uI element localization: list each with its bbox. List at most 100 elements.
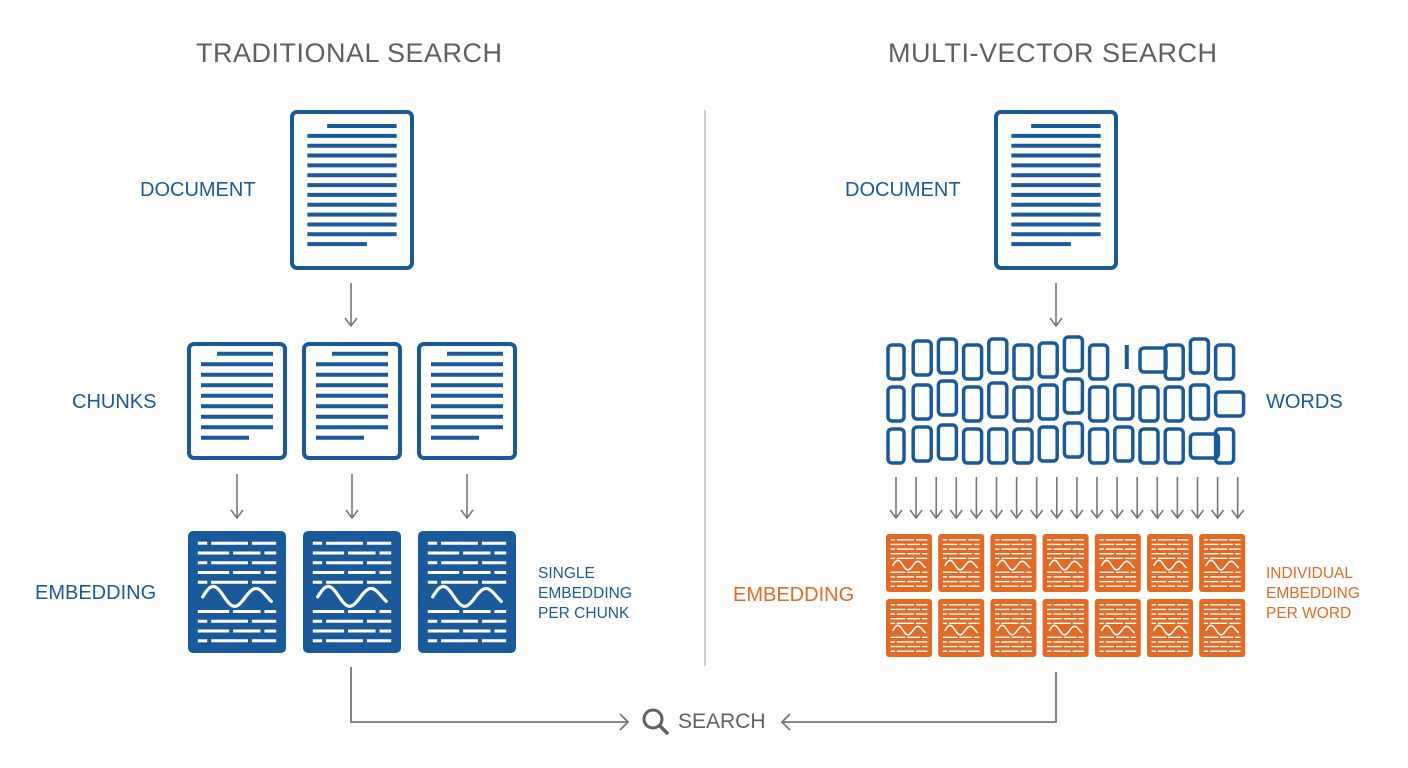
arrow-head <box>1190 509 1205 520</box>
note-line: EMBEDDING <box>538 585 632 602</box>
word-token <box>1037 383 1059 421</box>
word-token <box>911 339 933 377</box>
left-embedding-label: EMBEDDING <box>35 582 157 604</box>
arrow-head <box>1130 509 1144 520</box>
search-target: SEARCH <box>640 706 766 738</box>
arrow-head <box>969 509 984 520</box>
word-token <box>987 427 1009 465</box>
individual-embedding-note: INDIVIDUAL EMBEDDING PER WORD <box>1266 564 1360 624</box>
word-token <box>1037 341 1059 379</box>
word-embedding-icon <box>990 534 1037 592</box>
arrow-head <box>1210 509 1225 520</box>
wave-glyph <box>892 624 926 636</box>
word-embedding-icon <box>1042 534 1089 592</box>
left-document-label: DOCUMENT <box>140 179 256 201</box>
word-to-embedding-arrow <box>909 477 923 520</box>
chunk-document-icon <box>187 342 287 460</box>
connector-arrowhead <box>780 713 791 731</box>
right-embedding-label: EMBEDDING <box>733 584 855 606</box>
document-frame <box>417 342 517 460</box>
word-to-embedding-arrow <box>949 477 963 520</box>
wave-glyph <box>201 584 273 608</box>
words-label: WORDS <box>1266 391 1343 413</box>
word-to-embedding-arrow <box>1050 477 1064 520</box>
word-token <box>1087 427 1110 465</box>
note-line: INDIVIDUAL <box>1266 565 1353 582</box>
wave-glyph <box>944 559 979 571</box>
chunk-to-embedding-arrow <box>230 474 244 520</box>
arrow-head <box>230 509 244 520</box>
embedding-card <box>1042 534 1089 592</box>
word-to-embedding-arrow <box>1190 477 1205 520</box>
embedding-card <box>938 534 985 592</box>
traditional-search-title: TRADITIONAL SEARCH <box>196 38 503 68</box>
word-token <box>936 423 959 461</box>
search-icon <box>642 708 669 735</box>
word-embedding-icon <box>1094 599 1141 657</box>
doc-to-chunks-arrow <box>344 283 358 328</box>
right-search-connector <box>780 672 1057 731</box>
arrow-head <box>909 509 923 520</box>
word-token <box>936 337 959 375</box>
wave-glyph <box>1100 624 1135 636</box>
right-document-icon <box>994 110 1118 270</box>
section-divider <box>704 110 706 666</box>
embedding-card <box>990 599 1037 657</box>
word-token <box>1213 343 1236 381</box>
word-token <box>1113 425 1135 463</box>
word-to-embedding-arrow <box>1130 477 1144 520</box>
arrow-head <box>345 509 359 520</box>
arrow-head <box>989 509 1004 520</box>
arrow-head <box>1231 509 1245 520</box>
word-to-embedding-arrow <box>1150 477 1164 520</box>
multi-vector-search-title: MULTI-VECTOR SEARCH <box>888 38 1218 68</box>
doc-to-words-arrow <box>1049 283 1063 328</box>
word-to-embedding-arrow <box>1210 477 1225 520</box>
arrow-head <box>949 509 963 520</box>
note-line: SINGLE <box>538 565 595 582</box>
word-token <box>1188 383 1211 421</box>
arrow-head <box>344 317 358 328</box>
embedding-card <box>1147 599 1193 657</box>
wave-glyph <box>996 624 1031 636</box>
word-token <box>911 425 933 463</box>
arrow-head <box>1170 509 1185 520</box>
word-token <box>1012 427 1034 465</box>
word-token <box>1138 385 1160 423</box>
wave-glyph <box>1048 559 1083 571</box>
wave-glyph <box>1048 624 1083 636</box>
word-token <box>1062 377 1085 415</box>
word-to-embedding-arrow <box>1070 477 1084 520</box>
document-frame <box>290 110 414 270</box>
chunk-to-embedding-arrow <box>345 474 359 520</box>
word-embedding-icon <box>886 599 932 657</box>
arrow-head <box>1070 509 1084 520</box>
chunk-document-icon <box>417 342 517 460</box>
embedding-card <box>1094 534 1141 592</box>
word-token <box>987 381 1009 419</box>
word-to-embedding-arrow <box>889 477 903 520</box>
document-frame <box>994 110 1118 270</box>
word-token <box>911 383 933 421</box>
single-embedding-note: SINGLE EMBEDDING PER CHUNK <box>538 564 632 624</box>
embedding-card <box>418 531 516 653</box>
word-to-embedding-arrow <box>1090 477 1104 520</box>
word-token <box>1012 385 1034 423</box>
arrow-head <box>1050 509 1064 520</box>
word-embedding-icon <box>938 599 985 657</box>
word-token <box>936 379 959 417</box>
chunk-embedding-icon <box>303 531 401 653</box>
arrow-head <box>460 509 474 520</box>
word-token <box>1087 385 1110 423</box>
word-to-embedding-arrow <box>1170 477 1185 520</box>
wave-glyph <box>1205 624 1240 636</box>
word-embedding-icon <box>886 534 932 592</box>
word-to-embedding-arrow <box>969 477 984 520</box>
note-line: PER CHUNK <box>538 605 630 622</box>
note-line: PER WORD <box>1266 605 1352 622</box>
word-embedding-icon <box>990 599 1037 657</box>
wave-glyph <box>1153 559 1187 571</box>
word-token <box>1163 385 1185 423</box>
word-embedding-icon <box>1147 534 1193 592</box>
chunks-label: CHUNKS <box>72 391 157 413</box>
